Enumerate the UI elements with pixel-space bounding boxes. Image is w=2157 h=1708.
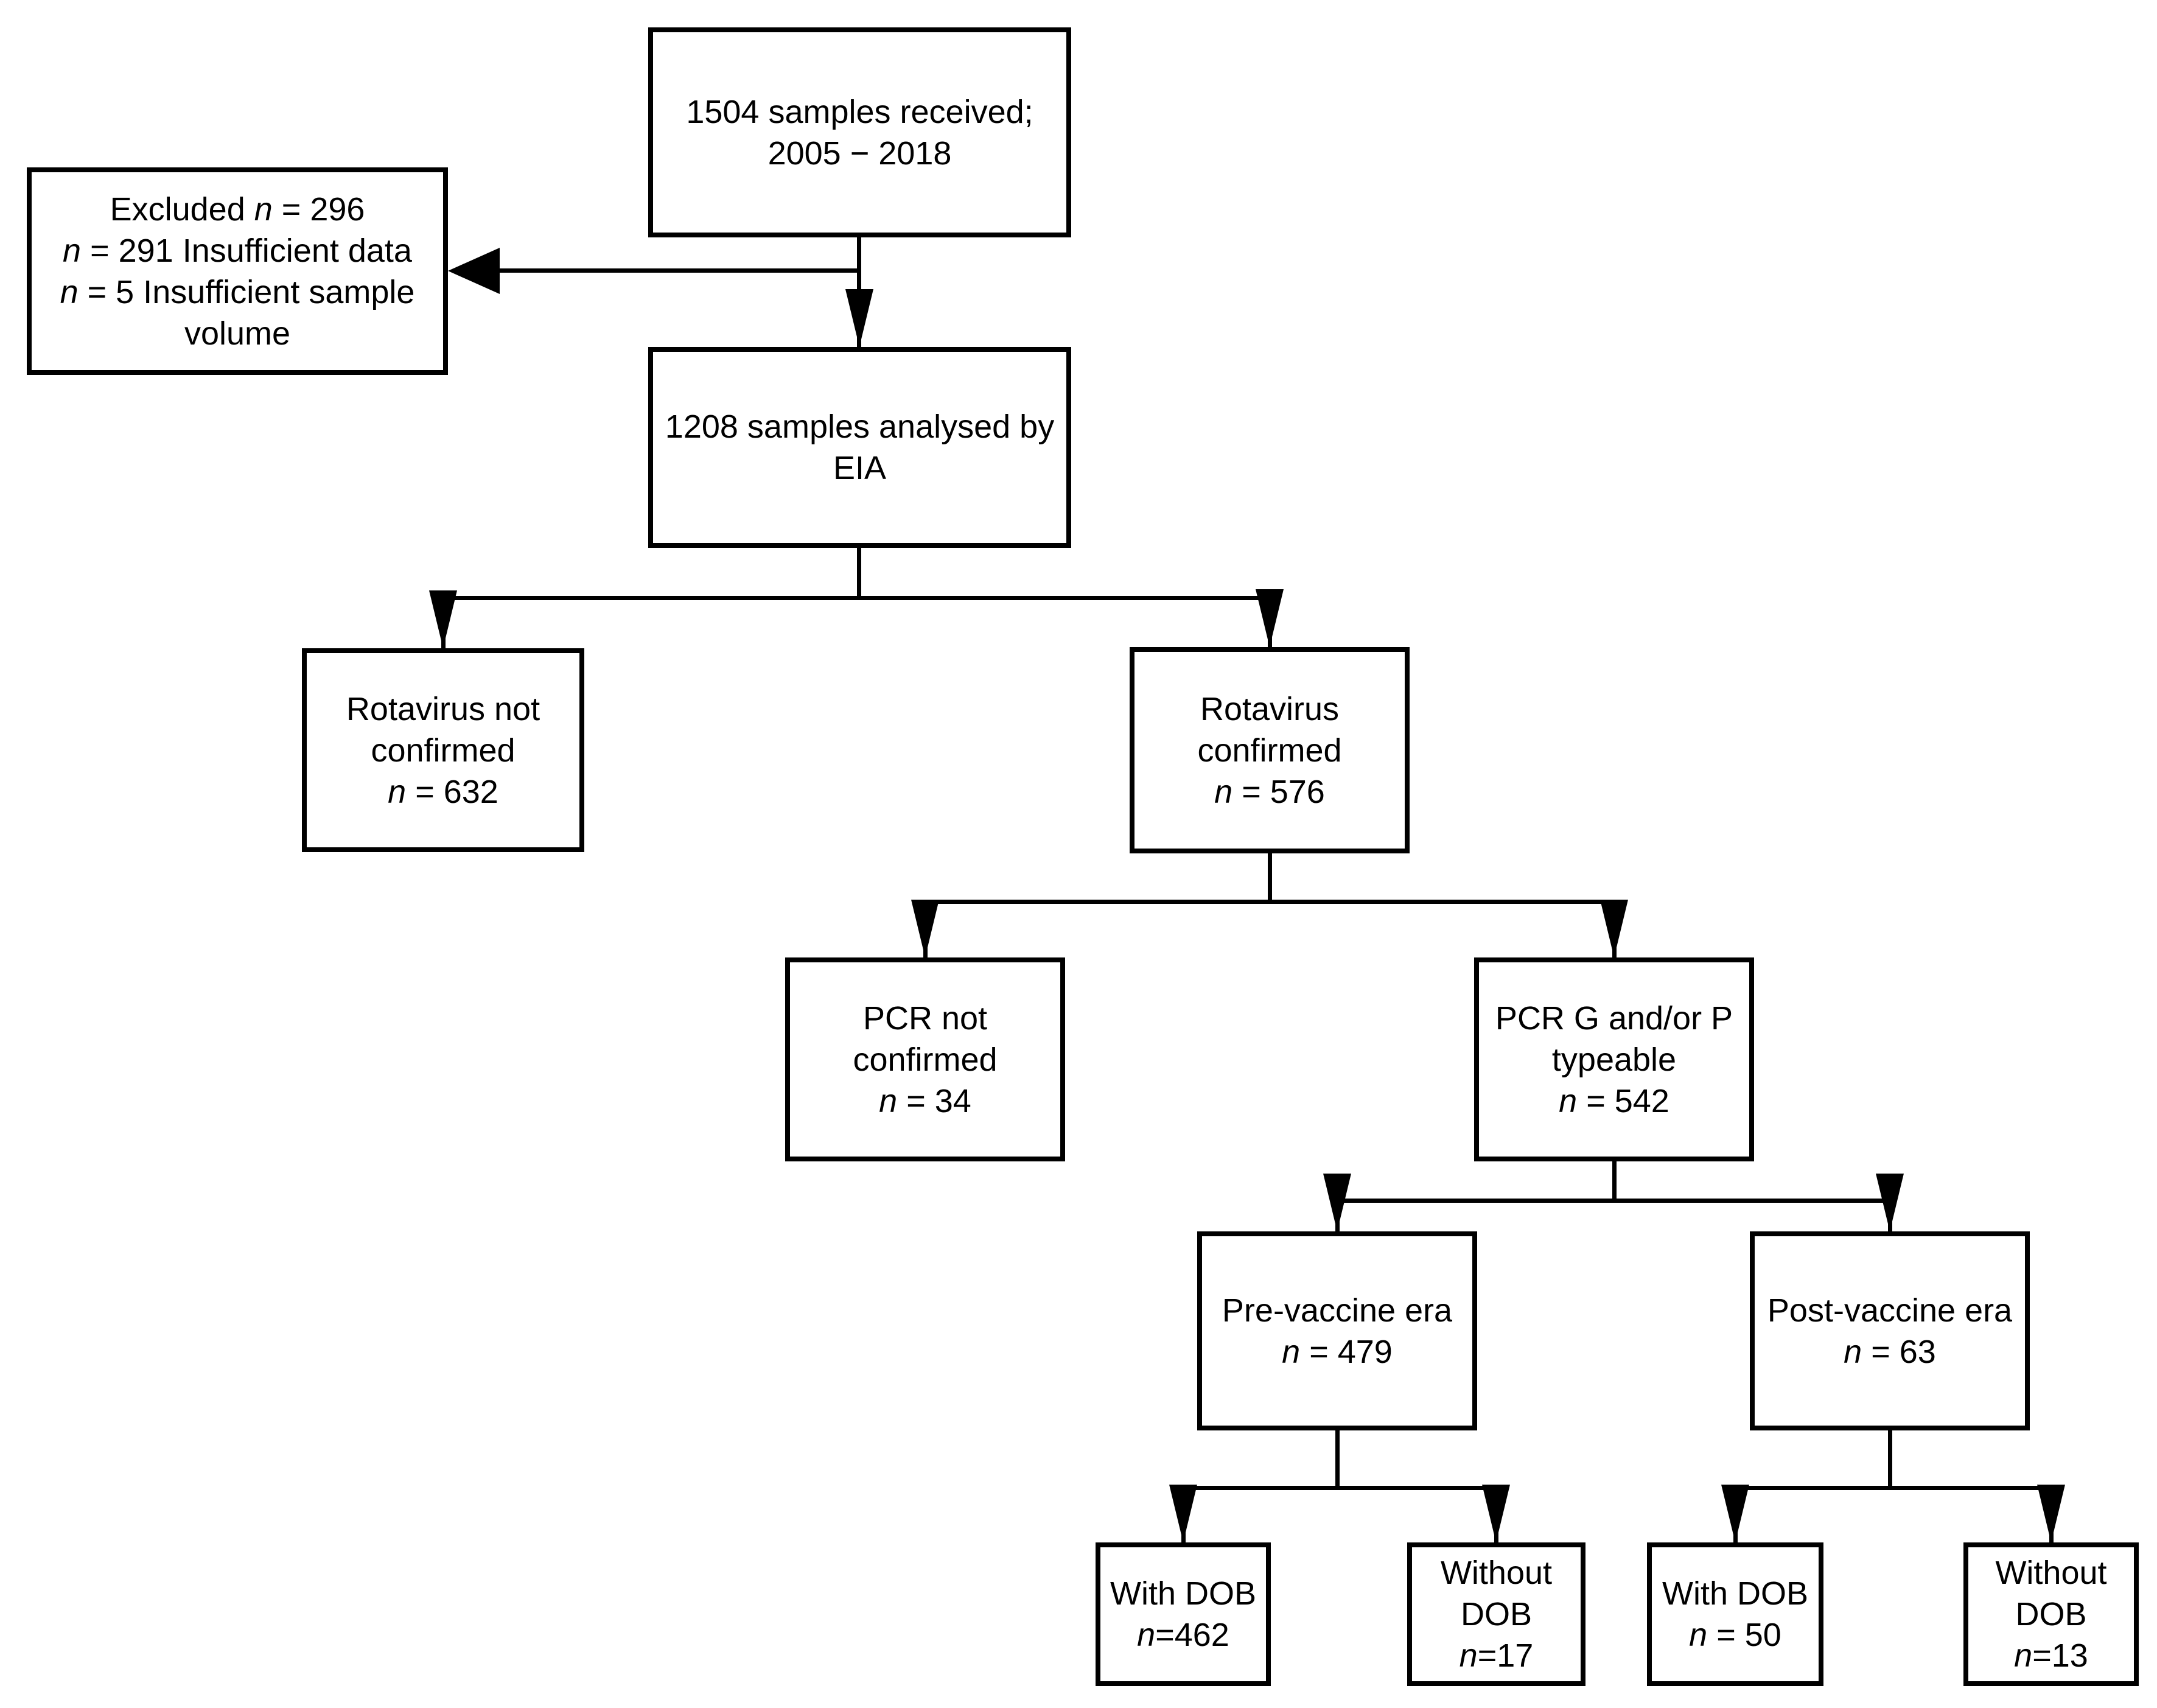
arrowhead-into-excluded [448, 248, 500, 294]
node-samples-received-label: 1504 samples received; 2005 − 2018 [686, 93, 1033, 172]
arrowhead-into-pcr-typeable [1600, 900, 1628, 957]
n-symbol: n [1137, 1617, 1156, 1653]
edge-rotavirus-confirmed-stub [1268, 853, 1272, 904]
node-rotavirus-confirmed: Rotavirus confirmed n = 576 [1130, 647, 1410, 853]
arrowhead-into-eia [845, 289, 873, 347]
edge-typeable-split [1335, 1199, 1892, 1203]
node-post-without-dob-label: Without DOB n=13 [1995, 1555, 2107, 1674]
edge-post-vaccine-stub [1888, 1430, 1892, 1490]
arrowhead-into-post-with-dob [1721, 1485, 1749, 1542]
node-pcr-not-confirmed-label: PCR not confirmed n = 34 [853, 999, 998, 1119]
node-rotavirus-confirmed-label: Rotavirus confirmed n = 576 [1197, 690, 1342, 810]
n-symbol: n [1282, 1333, 1301, 1370]
edge-eia-stub [857, 548, 861, 600]
arrowhead-into-rotavirus-not-confirmed [429, 590, 457, 648]
arrowhead-into-rotavirus-confirmed [1256, 589, 1284, 647]
node-post-vaccine-era-label: Post-vaccine era n = 63 [1767, 1292, 2013, 1370]
node-excluded-label: Excluded n = 296 n = 291 Insufficient da… [60, 189, 415, 354]
node-samples-received: 1504 samples received; 2005 − 2018 [648, 27, 1071, 237]
node-pre-with-dob-label: With DOB n=462 [1110, 1575, 1257, 1653]
node-pre-with-dob: With DOB n=462 [1096, 1542, 1271, 1686]
edge-branch-excluded [493, 268, 859, 273]
n-symbol: n [63, 232, 82, 269]
n-symbol: n [254, 191, 273, 228]
node-eia-analysed-label: 1208 samples analysed by EIA [665, 408, 1055, 486]
node-pre-without-dob-label: Without DOB n=17 [1440, 1555, 1553, 1674]
arrowhead-into-post-vaccine [1876, 1174, 1904, 1231]
n-symbol: n [879, 1082, 898, 1119]
arrowhead-into-pre-with-dob [1169, 1485, 1197, 1542]
edge-pre-vaccine-stub [1335, 1430, 1340, 1490]
node-pcr-typeable-label: PCR G and/or P typeable n = 542 [1495, 999, 1733, 1119]
arrowhead-into-pre-vaccine [1323, 1174, 1351, 1231]
excluded-row-1: Excluded n = 296 [110, 191, 365, 228]
excluded-row-3: n = 5 Insufficient sample [60, 273, 415, 310]
edge-eia-split [441, 596, 1272, 600]
n-symbol: n [388, 773, 407, 810]
node-pre-without-dob: Without DOB n=17 [1407, 1542, 1585, 1686]
edge-pcr-typeable-stub [1612, 1161, 1617, 1203]
node-post-with-dob: With DOB n = 50 [1647, 1542, 1823, 1686]
excluded-row-2: n = 291 Insufficient data [63, 232, 412, 269]
node-pcr-not-confirmed: PCR not confirmed n = 34 [785, 957, 1065, 1161]
n-symbol: n [1459, 1637, 1478, 1674]
node-eia-analysed: 1208 samples analysed by EIA [648, 347, 1071, 548]
node-pre-vaccine-era: Pre-vaccine era n = 479 [1197, 1231, 1477, 1430]
n-symbol: n [1214, 773, 1233, 810]
arrowhead-into-pre-without-dob [1482, 1485, 1510, 1542]
edge-rotavirus-split [923, 900, 1618, 904]
n-symbol: n [1559, 1082, 1578, 1119]
arrowhead-into-pcr-not-confirmed [911, 900, 939, 957]
node-excluded: Excluded n = 296 n = 291 Insufficient da… [27, 167, 448, 375]
node-post-vaccine-era: Post-vaccine era n = 63 [1750, 1231, 2030, 1430]
n-symbol: n [2014, 1637, 2033, 1674]
excluded-row-4: volume [184, 315, 291, 352]
node-rotavirus-not-confirmed: Rotavirus not confirmed n = 632 [302, 648, 584, 852]
node-rotavirus-not-confirmed-label: Rotavirus not confirmed n = 632 [346, 690, 540, 810]
node-post-with-dob-label: With DOB n = 50 [1662, 1575, 1809, 1653]
node-pre-vaccine-era-label: Pre-vaccine era n = 479 [1222, 1292, 1453, 1370]
edge-pre-vaccine-split [1181, 1486, 1498, 1490]
node-post-without-dob: Without DOB n=13 [1963, 1542, 2139, 1686]
n-symbol: n [1844, 1333, 1862, 1370]
edge-post-vaccine-split [1733, 1486, 2054, 1490]
n-symbol: n [1689, 1617, 1708, 1653]
arrowhead-into-post-without-dob [2037, 1485, 2065, 1542]
n-symbol: n [60, 273, 79, 310]
node-pcr-typeable: PCR G and/or P typeable n = 542 [1474, 957, 1754, 1161]
